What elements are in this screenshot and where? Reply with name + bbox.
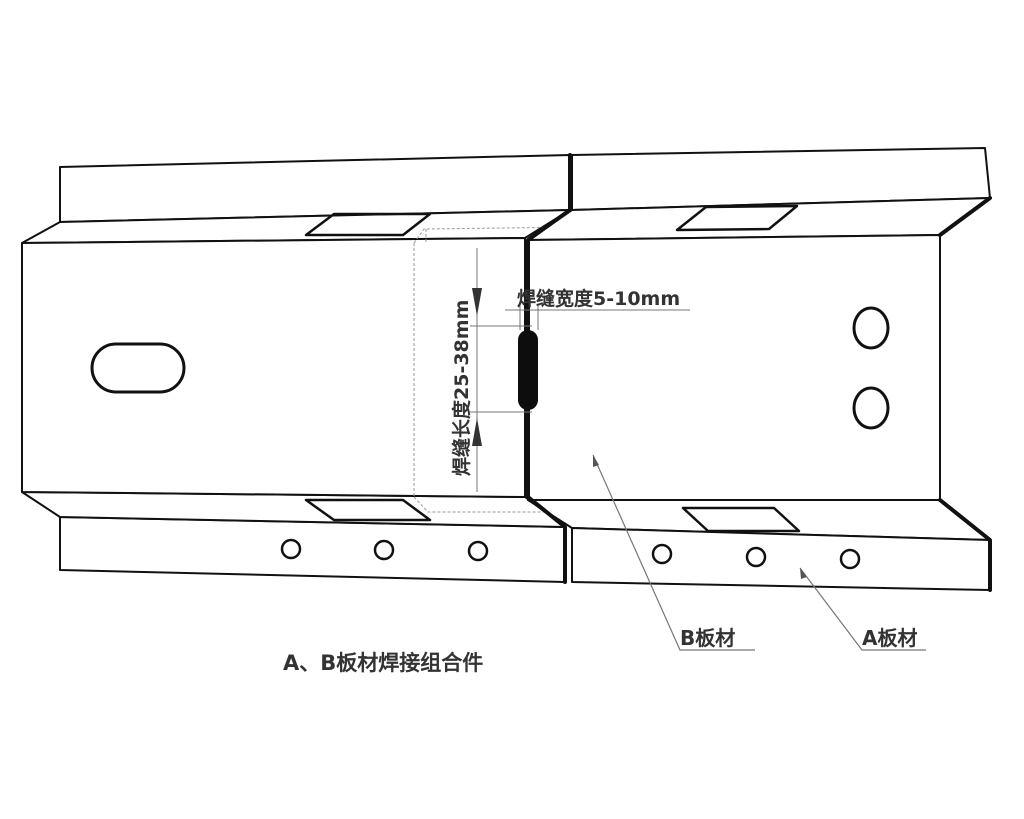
left-flange-hole-3 <box>467 540 489 562</box>
a-plate-leader <box>799 567 926 651</box>
leader-lines <box>592 454 926 651</box>
assembly-caption: A、B板材焊接组合件 <box>283 651 483 675</box>
left-bottom-opening <box>304 498 432 522</box>
b-plate-leader-arrow <box>593 455 599 467</box>
right-flange-hole-3 <box>839 548 861 570</box>
left-channel-piece <box>21 154 571 583</box>
weld-width-dimension <box>505 304 690 330</box>
right-flange-hole-1 <box>651 543 673 565</box>
left-bottom-flange <box>59 516 566 583</box>
a-plate-label: A板材 <box>862 626 917 650</box>
slot-hole <box>90 342 186 394</box>
weld-length-label: 焊缝长度25-38mm <box>450 300 473 476</box>
right-web-hole-lower <box>852 386 890 430</box>
right-bottom-flange <box>571 527 991 591</box>
b-plate-label: B板材 <box>680 626 735 650</box>
left-flange-hole-1 <box>280 538 302 560</box>
left-top-opening <box>304 212 432 237</box>
weld-width-label: 焊缝宽度5-10mm <box>517 287 680 310</box>
a-plate-leader-arrow <box>800 568 807 579</box>
right-web-hole-upper <box>852 306 890 350</box>
weld-length-arrow-top <box>472 288 482 316</box>
left-web <box>21 237 526 498</box>
b-plate-leader <box>592 454 755 651</box>
weld-bead <box>518 330 538 410</box>
weld-length-arrow-bottom <box>472 418 482 446</box>
left-flange-hole-2 <box>373 539 395 561</box>
right-bottom-opening <box>681 506 801 533</box>
right-flange-hole-2 <box>745 546 767 568</box>
right-top-opening <box>675 204 799 232</box>
right-channel-piece <box>527 147 991 591</box>
right-web <box>527 234 941 501</box>
